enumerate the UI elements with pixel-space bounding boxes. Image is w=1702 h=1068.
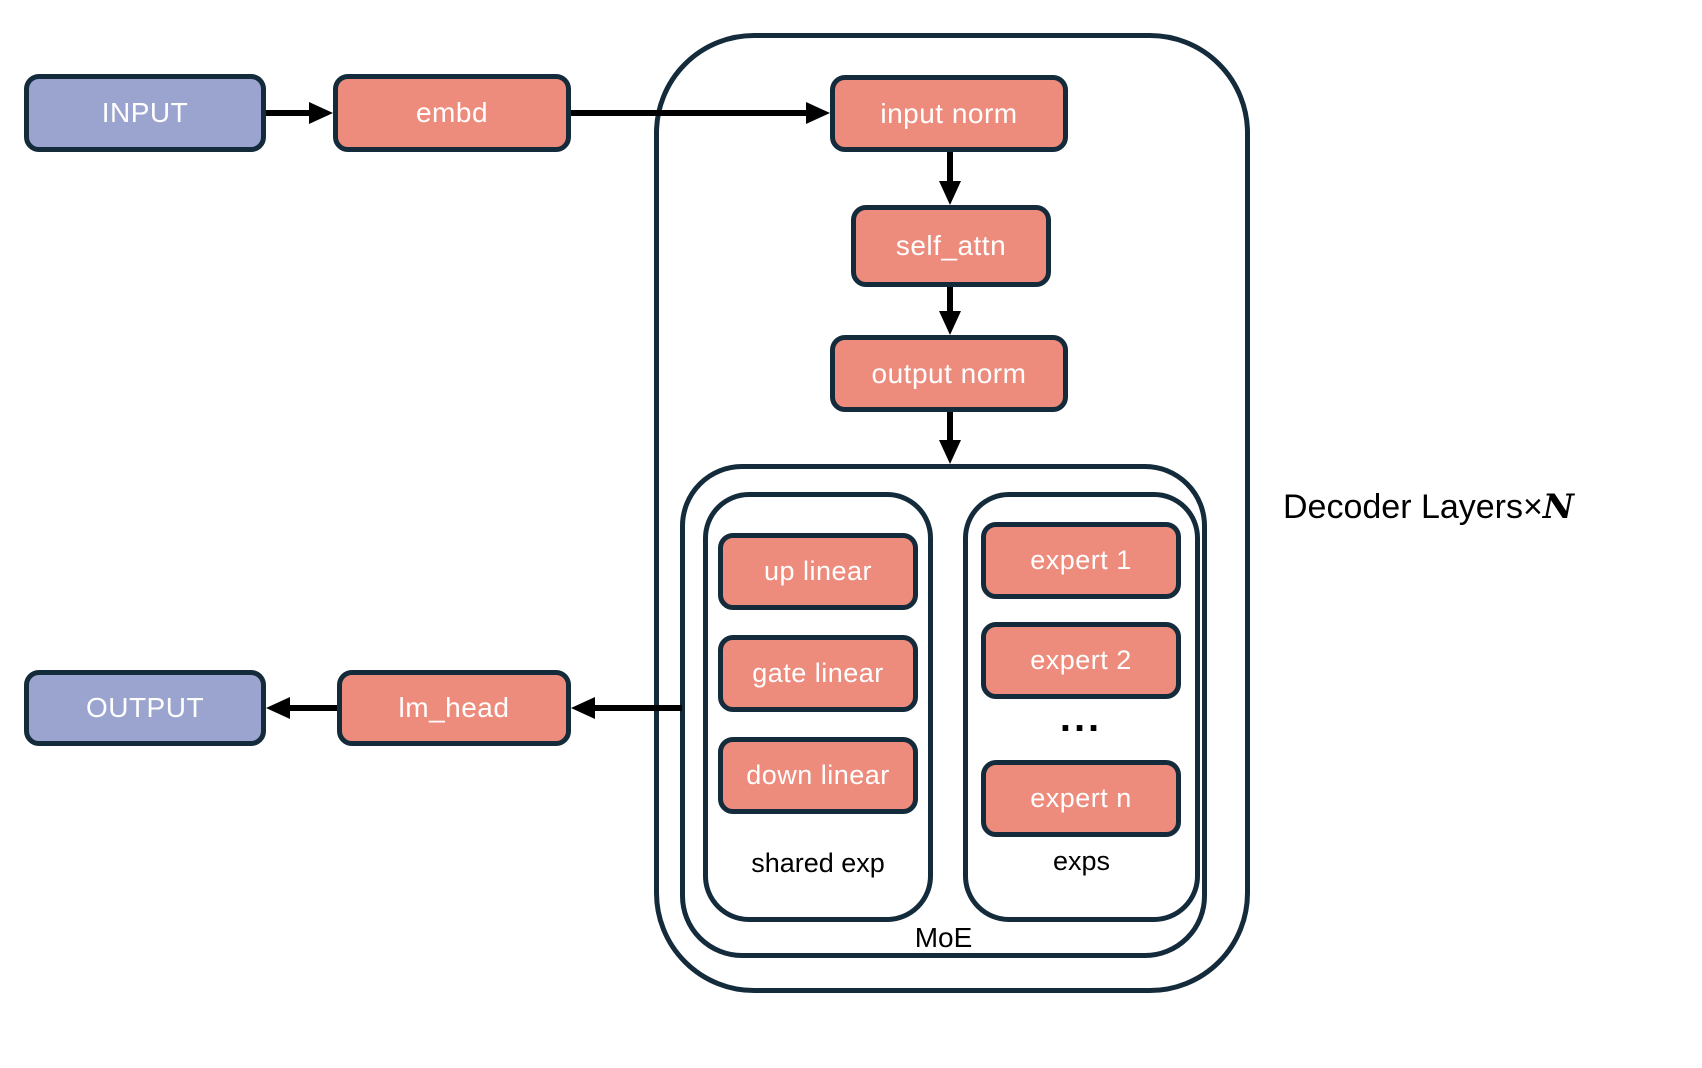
arrowhead-right-icon — [806, 102, 830, 124]
output-node: OUTPUT — [24, 670, 266, 746]
gate-linear-node-label: gate linear — [752, 658, 884, 688]
arrow-line — [266, 110, 311, 116]
embd-node: embd — [333, 74, 571, 152]
input-node-label: INPUT — [101, 97, 189, 128]
moe-container — [680, 464, 1207, 958]
expert-1-node-label: expert 1 — [1030, 545, 1132, 575]
expert-2-node-label: expert 2 — [1030, 645, 1132, 675]
arrow-line — [571, 110, 808, 116]
down-linear-node-label: down linear — [746, 760, 890, 790]
arrow-line — [290, 705, 337, 711]
expert-n-node: expert n — [981, 760, 1181, 837]
output-node-label: OUTPUT — [85, 692, 205, 723]
down-linear-node: down linear — [718, 737, 918, 814]
input-norm-node-label: input norm — [880, 97, 1018, 129]
arrowhead-down-icon — [939, 311, 961, 335]
gate-linear-node: gate linear — [718, 635, 918, 712]
expert-n-node-label: expert n — [1030, 783, 1132, 813]
shared-exp-label: shared exp — [751, 848, 885, 878]
decoder-layers-label-prefix: Decoder Layers× — [1283, 488, 1543, 526]
self-attn-node-label: self_attn — [895, 230, 1007, 261]
decoder-layers-container — [654, 33, 1250, 993]
input-node: INPUT — [24, 74, 266, 152]
exps-container — [963, 492, 1200, 922]
decoder-layers-repeat-count: N — [1542, 487, 1574, 527]
arrowhead-left-icon — [266, 697, 290, 719]
output-norm-node-label: output norm — [871, 357, 1027, 389]
arrowhead-left-icon — [571, 697, 595, 719]
up-linear-node-label: up linear — [763, 556, 873, 586]
arrowhead-down-icon — [939, 440, 961, 464]
embd-node-label: embd — [415, 97, 489, 128]
exps-label: exps — [1052, 846, 1111, 876]
decoder-layers-label: Decoder Layers×N — [1283, 487, 1574, 527]
shared-exp-container — [703, 492, 933, 922]
experts-ellipsis: ... — [1059, 696, 1103, 740]
input-norm-node: input norm — [830, 75, 1068, 152]
arrowhead-down-icon — [939, 181, 961, 205]
expert-2-node: expert 2 — [981, 622, 1181, 699]
arrow-line — [947, 287, 953, 313]
arrow-line — [947, 152, 953, 183]
lm-head-node-label: lm_head — [398, 692, 510, 723]
self-attn-node: self_attn — [851, 205, 1051, 287]
lm-head-node: lm_head — [337, 670, 571, 746]
arrow-line — [947, 412, 953, 440]
output-norm-node: output norm — [830, 335, 1068, 412]
up-linear-node: up linear — [718, 533, 918, 610]
arrowhead-right-icon — [309, 102, 333, 124]
moe-label: MoE — [914, 922, 973, 953]
expert-1-node: expert 1 — [981, 522, 1181, 599]
arrow-line — [595, 705, 682, 711]
